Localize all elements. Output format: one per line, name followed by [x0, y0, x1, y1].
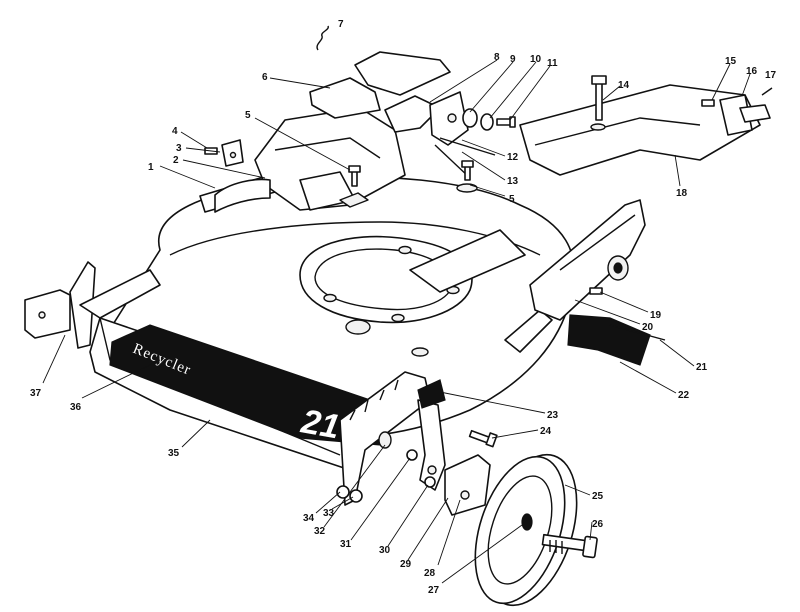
label-19: 19 [650, 310, 662, 321]
label-6: 6 [262, 72, 268, 83]
screw-part-15 [701, 99, 715, 107]
label-27: 27 [428, 585, 440, 596]
label-3: 3 [176, 143, 182, 154]
left-height-bracket [24, 261, 96, 349]
washer-part-31 [406, 449, 418, 461]
label-12: 12 [507, 152, 519, 163]
label-29: 29 [400, 559, 412, 570]
decal-size-text: 21 [298, 402, 343, 446]
label-21: 21 [696, 362, 708, 373]
washer-part-9 [462, 108, 478, 128]
label-31: 31 [340, 539, 352, 550]
label-13: 13 [507, 176, 519, 187]
label-20: 20 [642, 322, 654, 333]
label-37: 37 [30, 388, 42, 399]
label-34: 34 [303, 513, 315, 524]
label-17: 17 [765, 70, 777, 81]
bolt-part-24 [468, 429, 498, 448]
height-adjust-lever [417, 379, 446, 491]
axle-bolt-part-26 [541, 533, 598, 559]
rear-flap-part-22 [567, 314, 651, 366]
rod-part-12 [439, 137, 496, 156]
label-7: 7 [338, 19, 344, 30]
right-height-bracket [529, 199, 646, 321]
wheel-part-25 [474, 453, 578, 607]
label-4: 4 [172, 126, 178, 137]
door-pivot-bracket [384, 91, 469, 146]
spring-part-7 [316, 25, 329, 51]
label-22: 22 [678, 390, 690, 401]
bracket-part-16 [719, 94, 771, 136]
nut-part-34 [336, 485, 350, 499]
label-2: 2 [173, 155, 179, 166]
front-right-height-bracket [339, 371, 431, 506]
label-28: 28 [424, 568, 436, 579]
label-9: 9 [510, 54, 516, 65]
nut-part-30 [424, 476, 436, 488]
rod-part-21 [609, 324, 666, 341]
rod-part-13 [434, 144, 471, 179]
wheel-hub-plate [444, 454, 491, 516]
label-5b: 5 [509, 194, 515, 205]
label-10: 10 [530, 54, 542, 65]
label-1: 1 [148, 162, 154, 173]
label-26: 26 [592, 519, 604, 530]
label-36: 36 [70, 402, 82, 413]
label-14: 14 [618, 80, 630, 91]
label-35: 35 [168, 448, 180, 459]
label-18: 18 [676, 188, 688, 199]
label-15: 15 [725, 56, 737, 67]
leader-lines [42, 59, 751, 584]
deck-decal: Recycler 21 [109, 324, 381, 446]
small-clip-part-3 [204, 139, 244, 167]
washer-part-33 [349, 489, 363, 503]
label-23: 23 [547, 410, 559, 421]
label-11: 11 [547, 58, 558, 69]
rear-cover-plate [519, 84, 761, 176]
pin-part-17 [761, 87, 773, 96]
part-labels: 1 2 3 4 5 5 6 7 8 9 10 11 12 13 14 15 16… [30, 19, 777, 596]
screw-part-5-right [456, 160, 478, 193]
label-24: 24 [540, 426, 552, 437]
label-8: 8 [494, 52, 500, 63]
bolt-part-11 [496, 116, 516, 128]
label-33: 33 [323, 508, 335, 519]
label-25: 25 [592, 491, 604, 502]
bolt-part-14 [591, 75, 607, 121]
bolt-part-19 [589, 287, 603, 295]
label-5a: 5 [245, 110, 251, 121]
label-32: 32 [314, 526, 326, 537]
label-16: 16 [746, 66, 758, 77]
label-30: 30 [379, 545, 391, 556]
screw-part-5-left [339, 165, 369, 208]
